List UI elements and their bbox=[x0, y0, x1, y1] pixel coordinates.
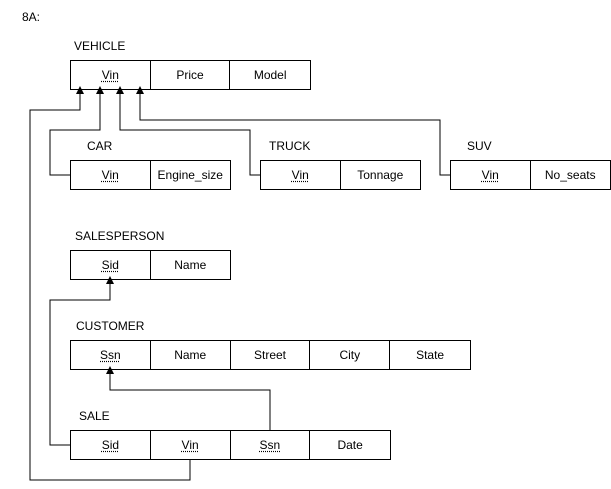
salesperson-relation: Sid Name bbox=[70, 250, 231, 280]
truck-title: TRUCK bbox=[269, 139, 311, 153]
sale-ssn-attr: Ssn bbox=[231, 431, 311, 459]
car-relation: Vin Engine_size bbox=[70, 160, 231, 190]
customer-title: CUSTOMER bbox=[76, 319, 145, 333]
vehicle-price-attr: Price bbox=[151, 61, 231, 89]
truck-tonnage-attr: Tonnage bbox=[357, 168, 404, 182]
suv-vin-attr: Vin bbox=[451, 161, 531, 189]
car-vin-fk-arrow bbox=[49, 86, 104, 176]
car-engine-size-attr: Engine_size bbox=[157, 168, 223, 182]
vehicle-title: VEHICLE bbox=[74, 39, 126, 53]
customer-state-attr: State bbox=[416, 348, 445, 362]
sale-sid-fk-arrow bbox=[49, 276, 114, 446]
vehicle-model-attr: Model bbox=[253, 68, 287, 82]
vehicle-vin-attr: Vin bbox=[71, 61, 151, 89]
customer-ssn-attr: Ssn bbox=[71, 341, 151, 369]
customer-name-attr: Name bbox=[151, 341, 231, 369]
sale-title: SALE bbox=[79, 409, 110, 423]
truck-relation: Vin Tonnage bbox=[260, 160, 421, 190]
vehicle-relation: Vin Price Model bbox=[70, 60, 311, 90]
salesperson-title: SALESPERSON bbox=[75, 229, 165, 243]
sale-ssn-fk-arrow bbox=[106, 366, 271, 430]
customer-street-attr: Street bbox=[231, 341, 311, 369]
truck-vin-fk-arrow bbox=[116, 86, 260, 176]
salesperson-sid-attr: Sid bbox=[71, 251, 151, 279]
suv-vin-fk-arrow bbox=[136, 86, 450, 176]
customer-city-attr: City bbox=[310, 341, 391, 369]
diagram-heading: 8A: bbox=[22, 10, 41, 24]
salesperson-name-attr: Name bbox=[174, 258, 207, 272]
sale-relation: Sid Vin Ssn Date bbox=[70, 430, 391, 460]
truck-vin-attr: Vin bbox=[261, 161, 341, 189]
sale-date-attr: Date bbox=[337, 438, 363, 452]
sale-vin-attr: Vin bbox=[151, 431, 231, 459]
customer-relation: Ssn Name Street City State bbox=[70, 340, 471, 370]
sale-sid-attr: Sid bbox=[71, 431, 151, 459]
sale-vin-fk-arrow bbox=[29, 86, 191, 481]
suv-title: SUV bbox=[467, 139, 492, 153]
car-vin-attr: Vin bbox=[71, 161, 151, 189]
suv-no-seats-attr: No_seats bbox=[544, 168, 596, 182]
car-title: CAR bbox=[87, 139, 113, 153]
